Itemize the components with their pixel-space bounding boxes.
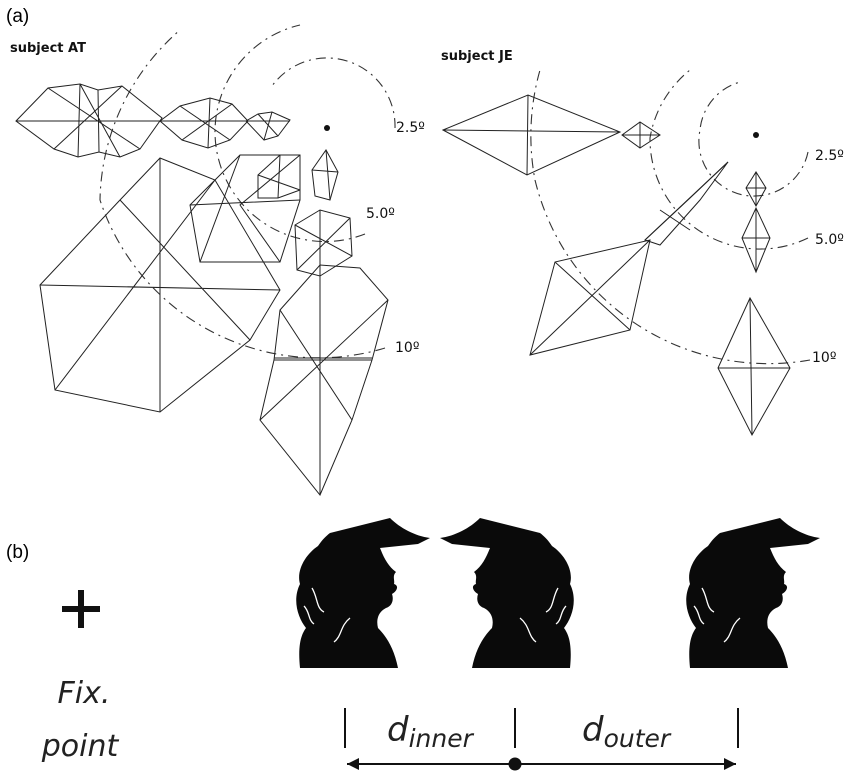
left-eccentricity-arc-5.0 bbox=[214, 24, 366, 243]
left-bottom-field bbox=[259, 264, 389, 496]
distance-scale bbox=[344, 708, 739, 771]
fixation-label-line2: point bbox=[41, 729, 120, 764]
target-silhouette-right bbox=[685, 517, 821, 669]
target-silhouette-left bbox=[295, 517, 431, 669]
right-ecc-label-10: 10º bbox=[812, 350, 836, 366]
right-ecc-label-5.0: 5.0º bbox=[815, 232, 844, 248]
left-subject-label: subject AT bbox=[10, 41, 86, 56]
d-inner-label: dinner bbox=[387, 710, 475, 753]
right-fixation-dot bbox=[753, 132, 759, 138]
panel-a-label: (a) bbox=[6, 6, 29, 27]
panel-b-label: (b) bbox=[6, 542, 29, 563]
left-eccentricity-arc-2.5 bbox=[271, 57, 396, 129]
left-middle-fields bbox=[189, 149, 353, 277]
right-subject-label: subject JE bbox=[441, 49, 513, 64]
target-silhouette-middle bbox=[439, 517, 575, 669]
fixation-cross bbox=[62, 590, 100, 628]
right-fields bbox=[441, 94, 791, 437]
left-fixation-dot bbox=[324, 125, 330, 131]
d-outer-label: douter bbox=[582, 710, 672, 753]
left-ecc-label-2.5: 2.5º bbox=[396, 120, 425, 136]
left-large-field bbox=[39, 157, 281, 413]
left-ecc-label-5.0: 5.0º bbox=[366, 206, 395, 222]
left-ecc-label-10: 10º bbox=[395, 340, 419, 356]
left-top-row-fields bbox=[15, 83, 291, 158]
right-ecc-label-2.5: 2.5º bbox=[815, 148, 844, 164]
right-eccentricity-arc-10 bbox=[530, 69, 811, 365]
left-eccentricity-arc-10 bbox=[99, 29, 386, 359]
target-center-dot bbox=[508, 757, 522, 771]
right-eccentricity-arc-2.5 bbox=[698, 81, 809, 197]
left-receptive-field-plot: subject AT 2.5º 5.0º 10º bbox=[10, 24, 425, 496]
right-eccentricity-arc-5.0 bbox=[649, 69, 809, 250]
right-receptive-field-plot: subject JE 2.5º 5.0º 10º bbox=[441, 49, 844, 437]
fixation-label-line1: Fix. bbox=[58, 676, 111, 711]
